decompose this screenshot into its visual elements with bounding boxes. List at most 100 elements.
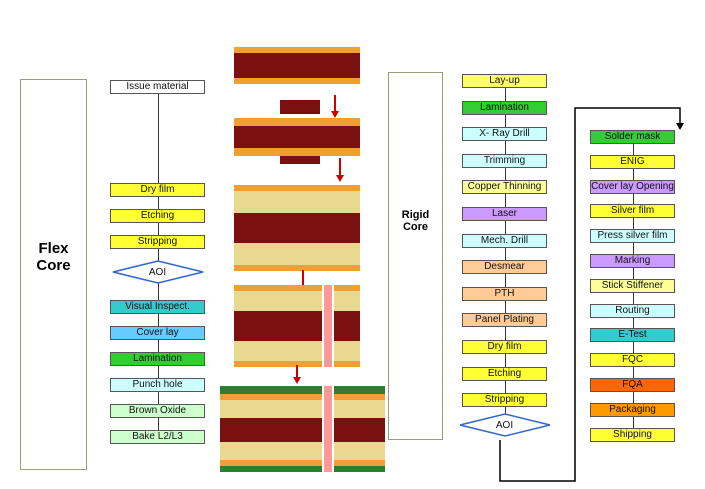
final-connector — [632, 217, 634, 230]
flex-core-panel: Flex Core — [20, 79, 87, 470]
rigid-connector — [504, 166, 506, 181]
flex-step-bake-l2-l3: Bake L2/L3 — [110, 430, 205, 444]
rigid-step-dry-film: Dry film — [462, 340, 547, 354]
rigid-connector — [504, 379, 506, 394]
stage1-core — [234, 53, 360, 78]
rigid-aoi-label: AOI — [495, 420, 514, 431]
flex-connector — [157, 283, 159, 300]
final-step-press-silver-film: Press silver film — [590, 229, 675, 244]
rigid-connector — [504, 326, 506, 340]
rigid-connector — [504, 87, 506, 101]
rigid-step-etching: Etching — [462, 366, 547, 381]
rigid-aoi-diamond — [459, 413, 550, 437]
final-step-marking: Marking — [590, 254, 675, 268]
rigid-connector — [504, 299, 506, 314]
rigid-connector — [504, 220, 506, 234]
rigid-step-laser: Laser — [462, 207, 547, 221]
flex-step-visual-inspect: Visual Inspect. — [110, 300, 205, 314]
final-step-enig: ENIG — [590, 154, 675, 169]
rigid-connector — [504, 406, 506, 414]
final-step-shipping: Shipping — [590, 427, 675, 442]
rigid-connector — [504, 193, 506, 207]
stage5-bottom-foil — [220, 460, 385, 466]
flex-step-cover-lay: Cover lay — [110, 326, 205, 340]
stage4-bottom-foil — [234, 361, 360, 367]
final-connector — [632, 316, 634, 329]
stage5-core — [220, 418, 385, 442]
stage3-prepreg-top — [234, 191, 360, 213]
rigid-step-desmear: Desmear — [462, 260, 547, 275]
rigid-step-trimming: Trimming — [462, 153, 547, 168]
final-step-solder-mask: Solder mask — [590, 130, 675, 144]
flex-step-etching: Etching — [110, 209, 205, 223]
final-connector — [632, 291, 634, 304]
flex-connector — [157, 339, 159, 352]
rigid-connector — [504, 246, 506, 261]
rigid-connector — [504, 273, 506, 287]
stage4-hole-plating — [324, 285, 332, 367]
final-step-stick-stiffener: Stick Stiffener — [590, 278, 675, 293]
stage5-prepreg-top — [220, 400, 385, 418]
stage1-copper-bottom — [234, 78, 360, 84]
rigid-connector — [504, 353, 506, 367]
flex-step-lamination: Lamination — [110, 352, 205, 366]
final-connector — [632, 415, 634, 428]
rigid-connector — [504, 113, 506, 128]
stage2-coverlay-bottom — [280, 156, 320, 164]
rigid-step-mech-drill: Mech. Drill — [462, 233, 547, 248]
final-step-cover-lay-opening: Cover lay Opening — [590, 179, 675, 194]
flex-connector — [157, 248, 159, 261]
final-connector — [632, 341, 634, 354]
flex-step-dry-film: Dry film — [110, 183, 205, 197]
rigid-step-lay-up: Lay-up — [462, 74, 547, 88]
rigid-core-label: Rigid Core — [401, 209, 430, 233]
final-connector — [632, 167, 634, 180]
final-connector — [632, 366, 634, 378]
final-step-e-test: E-Test — [590, 328, 675, 343]
final-step-packaging: Packaging — [590, 402, 675, 417]
final-step-routing: Routing — [590, 303, 675, 318]
rigid-step-lamination: Lamination — [462, 100, 547, 115]
process-arrow-head — [293, 377, 301, 384]
flex-connector — [157, 391, 159, 404]
final-connector — [632, 267, 634, 279]
stage3-top-foil — [234, 185, 360, 191]
stage4-top-foil — [234, 285, 360, 291]
rigid-connector — [504, 140, 506, 154]
flex-aoi-label: AOI — [148, 267, 167, 278]
flex-connector — [157, 93, 159, 183]
flex-connector — [157, 313, 159, 326]
stage1-copper-top — [234, 47, 360, 53]
flex-core-label: Flex Core — [36, 240, 71, 274]
flex-connector — [157, 365, 159, 378]
rigid-step-copper-thinning: Copper Thinning — [462, 180, 547, 195]
final-step-fqc: FQC — [590, 353, 675, 368]
flex-connector — [157, 417, 159, 430]
final-connector — [632, 143, 634, 155]
stage5-hole-plating — [324, 386, 332, 472]
process-arrow-head — [331, 111, 339, 118]
stage5-prepreg-bottom — [220, 442, 385, 460]
stage2-core — [234, 126, 360, 148]
stage2-copper-bottom — [234, 148, 360, 156]
stage4-prepreg-top — [234, 291, 360, 311]
rigid-step-stripping: Stripping — [462, 393, 547, 408]
stage3-prepreg-bottom — [234, 243, 360, 265]
stage3-core — [234, 213, 360, 243]
final-connector — [632, 391, 634, 403]
flex-step-brown-oxide: Brown Oxide — [110, 404, 205, 418]
final-step-silver-film: Silver film — [590, 204, 675, 219]
rigid-step-panel-plating: Panel Plating — [462, 313, 547, 328]
process-arrow-head — [336, 175, 344, 182]
rigid-core-panel: Rigid Core — [388, 72, 443, 440]
final-connector — [632, 192, 634, 205]
stage4-core — [234, 311, 360, 341]
flex-connector — [157, 196, 159, 209]
flex-connector — [157, 222, 159, 235]
stage5-top-foil — [220, 394, 385, 400]
flex-aoi-diamond — [112, 260, 203, 284]
rigid-step-x-ray-drill: X- Ray Drill — [462, 127, 547, 142]
stage5-soldermask-top — [220, 386, 385, 394]
flex-step-issue-material: Issue material — [110, 80, 205, 94]
